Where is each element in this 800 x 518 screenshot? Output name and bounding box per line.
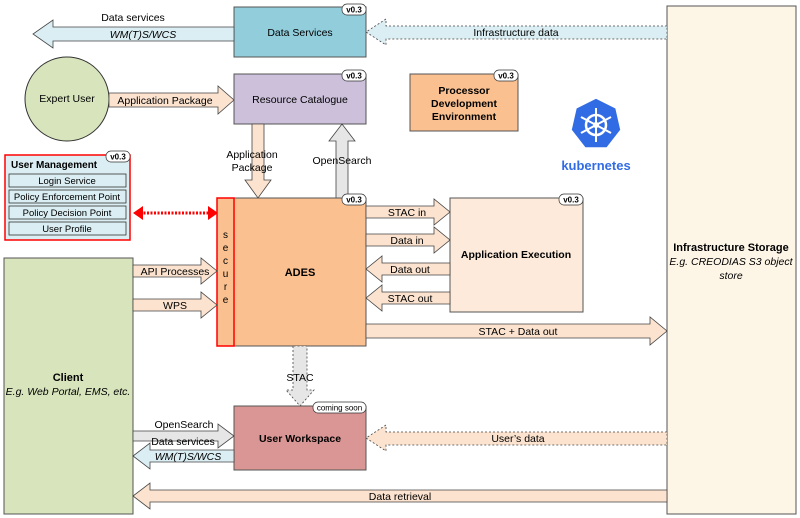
stac-data-out-label: STAC + Data out	[479, 326, 558, 338]
wps-label: WPS	[163, 300, 187, 312]
ades-version-badge	[341, 193, 367, 206]
client-title: Client	[53, 372, 84, 384]
wps-arrow	[132, 291, 218, 319]
client-box	[3, 257, 134, 515]
stac-out-arrow	[365, 284, 451, 312]
stac-out-label: STAC out	[388, 293, 433, 305]
data-retrieval-label: Data retrieval	[369, 491, 431, 503]
users-data-arrow	[365, 424, 668, 452]
application-package-v-label: Application	[226, 149, 278, 161]
stac-data-out-arrow	[365, 316, 668, 346]
users-data-label: User’s data	[491, 433, 544, 445]
secure-strip	[216, 197, 235, 347]
data-services-ws-arrow	[132, 442, 235, 470]
policy-enforcement-point-label: Policy Enforcement Point	[14, 192, 120, 203]
stac-in-label: STAC in	[388, 207, 426, 219]
data-services-ws-label: Data services	[151, 436, 215, 448]
security-link-arrow	[133, 206, 218, 220]
processor-dev-version-badge	[493, 69, 519, 82]
data-services-version-badge	[341, 3, 367, 16]
ades-box[interactable]	[233, 197, 367, 347]
user-management-version: v0.3	[110, 153, 126, 162]
opensearch-v-label: OpenSearch	[313, 155, 372, 167]
resource-catalogue-box	[233, 73, 367, 125]
data-services-version: v0.3	[346, 6, 362, 15]
user-workspace-title: User Workspace	[259, 433, 341, 445]
client-subtitle: E.g. Web Portal, EMS, etc.	[6, 386, 131, 398]
application-execution-version: v0.3	[563, 196, 579, 205]
opensearch-v-arrow	[328, 123, 356, 199]
stac-down-label: STAC	[286, 372, 314, 384]
resource-catalogue-title: Resource Catalogue	[252, 94, 348, 106]
processor-dev-box	[409, 73, 519, 132]
data-services-out-label: Data services	[101, 12, 165, 24]
kubernetes-label: kubernetes	[561, 158, 630, 173]
infrastructure-data-label: Infrastructure data	[473, 27, 558, 39]
processor-dev-version: v0.3	[498, 72, 514, 81]
data-in-arrow	[365, 226, 451, 254]
processor-dev-title-3: Environment	[432, 111, 497, 123]
processor-dev-title-2: Development	[431, 98, 497, 110]
resource-catalogue-version-badge	[341, 69, 367, 82]
policy-decision-point-item[interactable]	[8, 205, 127, 220]
stac-in-arrow	[365, 198, 451, 226]
resource-catalogue-version: v0.3	[346, 72, 362, 81]
data-retrieval-arrow	[132, 482, 668, 510]
policy-decision-point-label: Policy Decision Point	[23, 208, 112, 219]
secure-letter: u	[223, 269, 229, 280]
coming-soon-label: coming soon	[317, 404, 362, 413]
opensearch-ws-arrow	[132, 423, 235, 449]
infrastructure-storage-box	[666, 5, 797, 515]
infrastructure-storage-title: Infrastructure Storage	[673, 242, 789, 254]
api-processes-label: API Processes	[141, 266, 210, 278]
secure-letter: r	[224, 282, 228, 293]
application-execution-box	[449, 197, 584, 313]
secure-letter: s	[223, 230, 228, 241]
infrastructure-data-arrow	[365, 18, 668, 46]
user-profile-label: User Profile	[42, 224, 92, 235]
processor-dev-title: Processor	[438, 85, 489, 97]
user-profile-item[interactable]	[8, 221, 127, 236]
ades-title: ADES	[285, 267, 316, 279]
data-in-label: Data in	[390, 235, 423, 247]
ades-version: v0.3	[346, 196, 362, 205]
policy-enforcement-point-item[interactable]	[8, 189, 127, 204]
application-package-v-label-2: Package	[232, 162, 273, 174]
data-services-ws-sublabel: WM(T)S/WCS	[155, 451, 221, 463]
user-workspace-box	[233, 405, 367, 471]
application-package-v-arrow	[244, 123, 272, 199]
login-service-item[interactable]	[8, 173, 127, 188]
coming-soon-badge	[312, 401, 367, 414]
user-management-version-badge	[105, 150, 131, 163]
kubernetes-icon	[570, 97, 622, 149]
stac-down-arrow	[285, 345, 315, 407]
data-services-out-sublabel: WM(T)S/WCS	[110, 29, 176, 41]
expert-user-label: Expert User	[39, 93, 95, 105]
data-out-label: Data out	[390, 264, 430, 276]
application-execution-version-badge	[558, 193, 584, 206]
infrastructure-storage-subtitle: E.g. CREODIAS S3 object	[669, 256, 793, 268]
secure-letter: e	[223, 243, 229, 254]
login-service-label: Login Service	[38, 176, 96, 187]
application-execution-title: Application Execution	[461, 249, 571, 261]
opensearch-ws-label: OpenSearch	[155, 419, 214, 431]
application-package-h-arrow	[108, 85, 235, 115]
user-management-panel: User Management v0.3 Login Service Polic…	[4, 150, 131, 241]
secure-letter: e	[223, 295, 229, 306]
data-services-box	[233, 6, 367, 58]
api-processes-arrow	[132, 257, 218, 285]
data-out-arrow	[365, 255, 451, 283]
user-management-title: User Management	[11, 160, 98, 171]
infrastructure-storage-subtitle-2: store	[719, 270, 743, 282]
data-services-out-arrow	[32, 19, 235, 49]
data-services-title: Data Services	[267, 27, 332, 39]
secure-letter: c	[223, 256, 228, 267]
application-package-h-label: Application Package	[117, 95, 212, 107]
